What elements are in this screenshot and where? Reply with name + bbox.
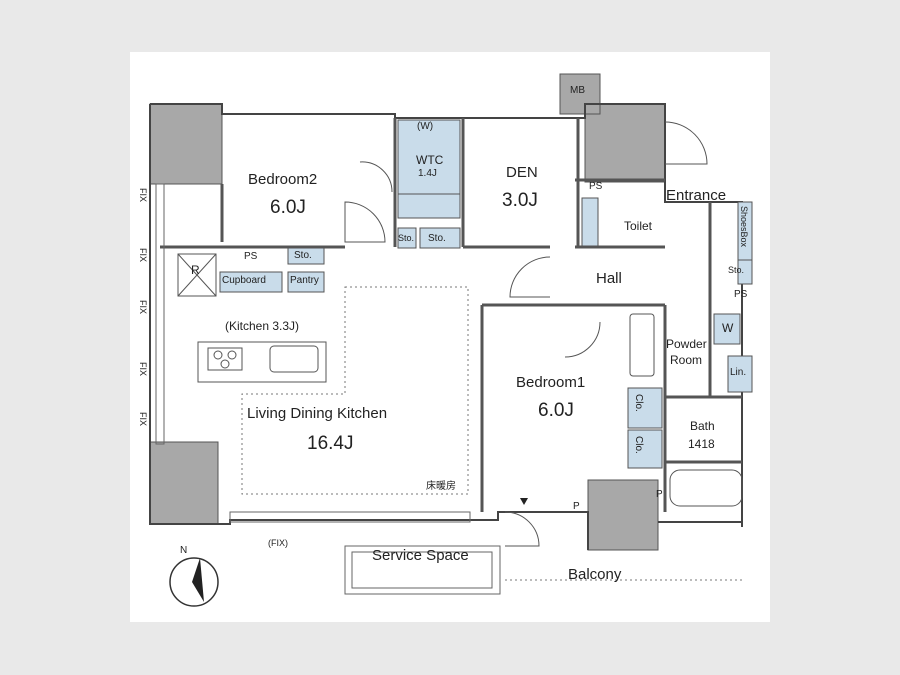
wtc-name: WTC xyxy=(416,153,444,167)
door-hall xyxy=(509,256,551,298)
p1-label: P xyxy=(573,501,580,512)
kitchen-note: (Kitchen 3.3J) xyxy=(225,319,300,333)
entrance-label: Entrance xyxy=(666,187,727,204)
bedroom2-name: Bedroom2 xyxy=(248,171,318,188)
cupboard-fill xyxy=(219,271,283,293)
floor-plan-drawing xyxy=(149,73,753,607)
wtc-size: 1.4J xyxy=(418,168,437,179)
fix-label-1: FIX xyxy=(138,188,148,203)
wtc-rail-fill xyxy=(397,193,461,219)
fix-label-3: FIX xyxy=(138,300,148,315)
hall-label: Hall xyxy=(596,270,622,287)
wall-corner-bottom-left xyxy=(149,441,219,525)
ps-kitchen-label: PS xyxy=(244,251,258,262)
refrigerator-space xyxy=(177,253,217,297)
door-balcony xyxy=(504,511,540,547)
compass xyxy=(169,557,219,607)
door-bedroom1 xyxy=(564,321,601,358)
clo1-label: Clo. xyxy=(633,394,644,412)
wtc-fill xyxy=(397,119,461,195)
den-name: DEN xyxy=(506,164,538,181)
bath-name: Bath xyxy=(690,419,715,433)
bedroom1-marker xyxy=(520,498,528,505)
sto-bedroom2-fill xyxy=(287,247,325,265)
sto-bedroom2-label: Sto. xyxy=(294,250,312,261)
pantry-label: Pantry xyxy=(290,275,319,286)
fix-label-5: FIX xyxy=(138,412,148,427)
shoesbox-label: ShoesBox xyxy=(739,206,749,248)
burner-3 xyxy=(220,359,230,369)
compass-north-label: N xyxy=(180,545,188,556)
bedroom1-name: Bedroom1 xyxy=(516,374,586,391)
cooktop xyxy=(207,347,243,371)
door-bedroom2 xyxy=(344,201,386,243)
compass-arrow xyxy=(192,558,204,602)
toilet-tank-fill xyxy=(581,197,599,247)
den-size: 3.0J xyxy=(502,190,538,211)
ps-toilet-label: PS xyxy=(589,181,603,192)
sto-entrance-fill xyxy=(737,259,753,285)
ldk-name: Living Dining Kitchen xyxy=(247,405,388,422)
door-wtc xyxy=(359,161,393,193)
fix-label-4: FIX xyxy=(138,362,148,377)
door-entrance xyxy=(664,121,708,165)
w-top-label: (W) xyxy=(417,121,434,132)
kitchen-counter xyxy=(197,341,327,383)
powder-room-line1: Powder xyxy=(666,337,707,351)
lin-fill xyxy=(727,355,753,393)
lin-label: Lin. xyxy=(730,367,747,378)
clo2-fill xyxy=(627,429,663,469)
powder-room-line2: Room xyxy=(670,353,703,367)
toilet-label: Toilet xyxy=(624,219,653,233)
floor-heating-zone xyxy=(241,286,469,495)
cupboard-label: Cupboard xyxy=(222,275,266,286)
bedroom2-size: 6.0J xyxy=(270,197,306,218)
sto-wtc-right-label: Sto. xyxy=(428,233,446,244)
p2-label: P xyxy=(656,489,663,500)
r-label: R xyxy=(191,263,200,277)
ldk-size: 16.4J xyxy=(307,433,354,454)
service-space-inner xyxy=(351,551,493,589)
sto-wtc-right-fill xyxy=(419,227,461,249)
window-bottom-strip xyxy=(229,511,471,523)
floor-heating-label: 床暖房 xyxy=(426,481,456,492)
bath-size: 1418 xyxy=(688,437,715,451)
window-left-strip xyxy=(155,183,165,445)
outer-wall-left-bottom xyxy=(149,104,589,550)
bedroom1-size: 6.0J xyxy=(538,400,574,421)
sto-wtc-left-label: Sto. xyxy=(398,233,415,243)
sto-wtc-left-fill xyxy=(397,227,417,249)
service-space-label: Service Space xyxy=(372,547,469,564)
sto-entrance-label: Sto. xyxy=(728,265,745,275)
floor-plan: Bedroom2 6.0J DEN 3.0J Bedroom1 6.0J Liv… xyxy=(130,52,770,622)
sink xyxy=(269,345,319,373)
service-space-outline xyxy=(344,545,501,595)
ps-entrance-label: PS xyxy=(734,289,748,300)
fix-label-2: FIX xyxy=(138,248,148,263)
vanity xyxy=(629,313,655,377)
fix-bottom-label: (FIX) xyxy=(268,538,288,548)
wall-column-balcony xyxy=(587,479,659,551)
w-powder-label: W xyxy=(722,321,734,335)
burner-1 xyxy=(213,350,223,360)
bathtub xyxy=(669,469,743,507)
pantry-fill xyxy=(287,271,325,293)
compass-ring xyxy=(169,557,219,607)
mb-label: MB xyxy=(570,85,585,96)
wall-corner-top-right xyxy=(584,103,666,183)
burner-2 xyxy=(227,350,237,360)
wall-corner-top-left xyxy=(149,103,223,185)
clo2-label: Clo. xyxy=(633,436,644,454)
outer-wall-top xyxy=(150,103,743,527)
clo1-fill xyxy=(627,387,663,429)
refrigerator-x2 xyxy=(177,253,217,297)
balcony-label: Balcony xyxy=(568,566,622,583)
mb-shaft xyxy=(559,73,601,115)
w-powder-fill xyxy=(713,313,741,345)
